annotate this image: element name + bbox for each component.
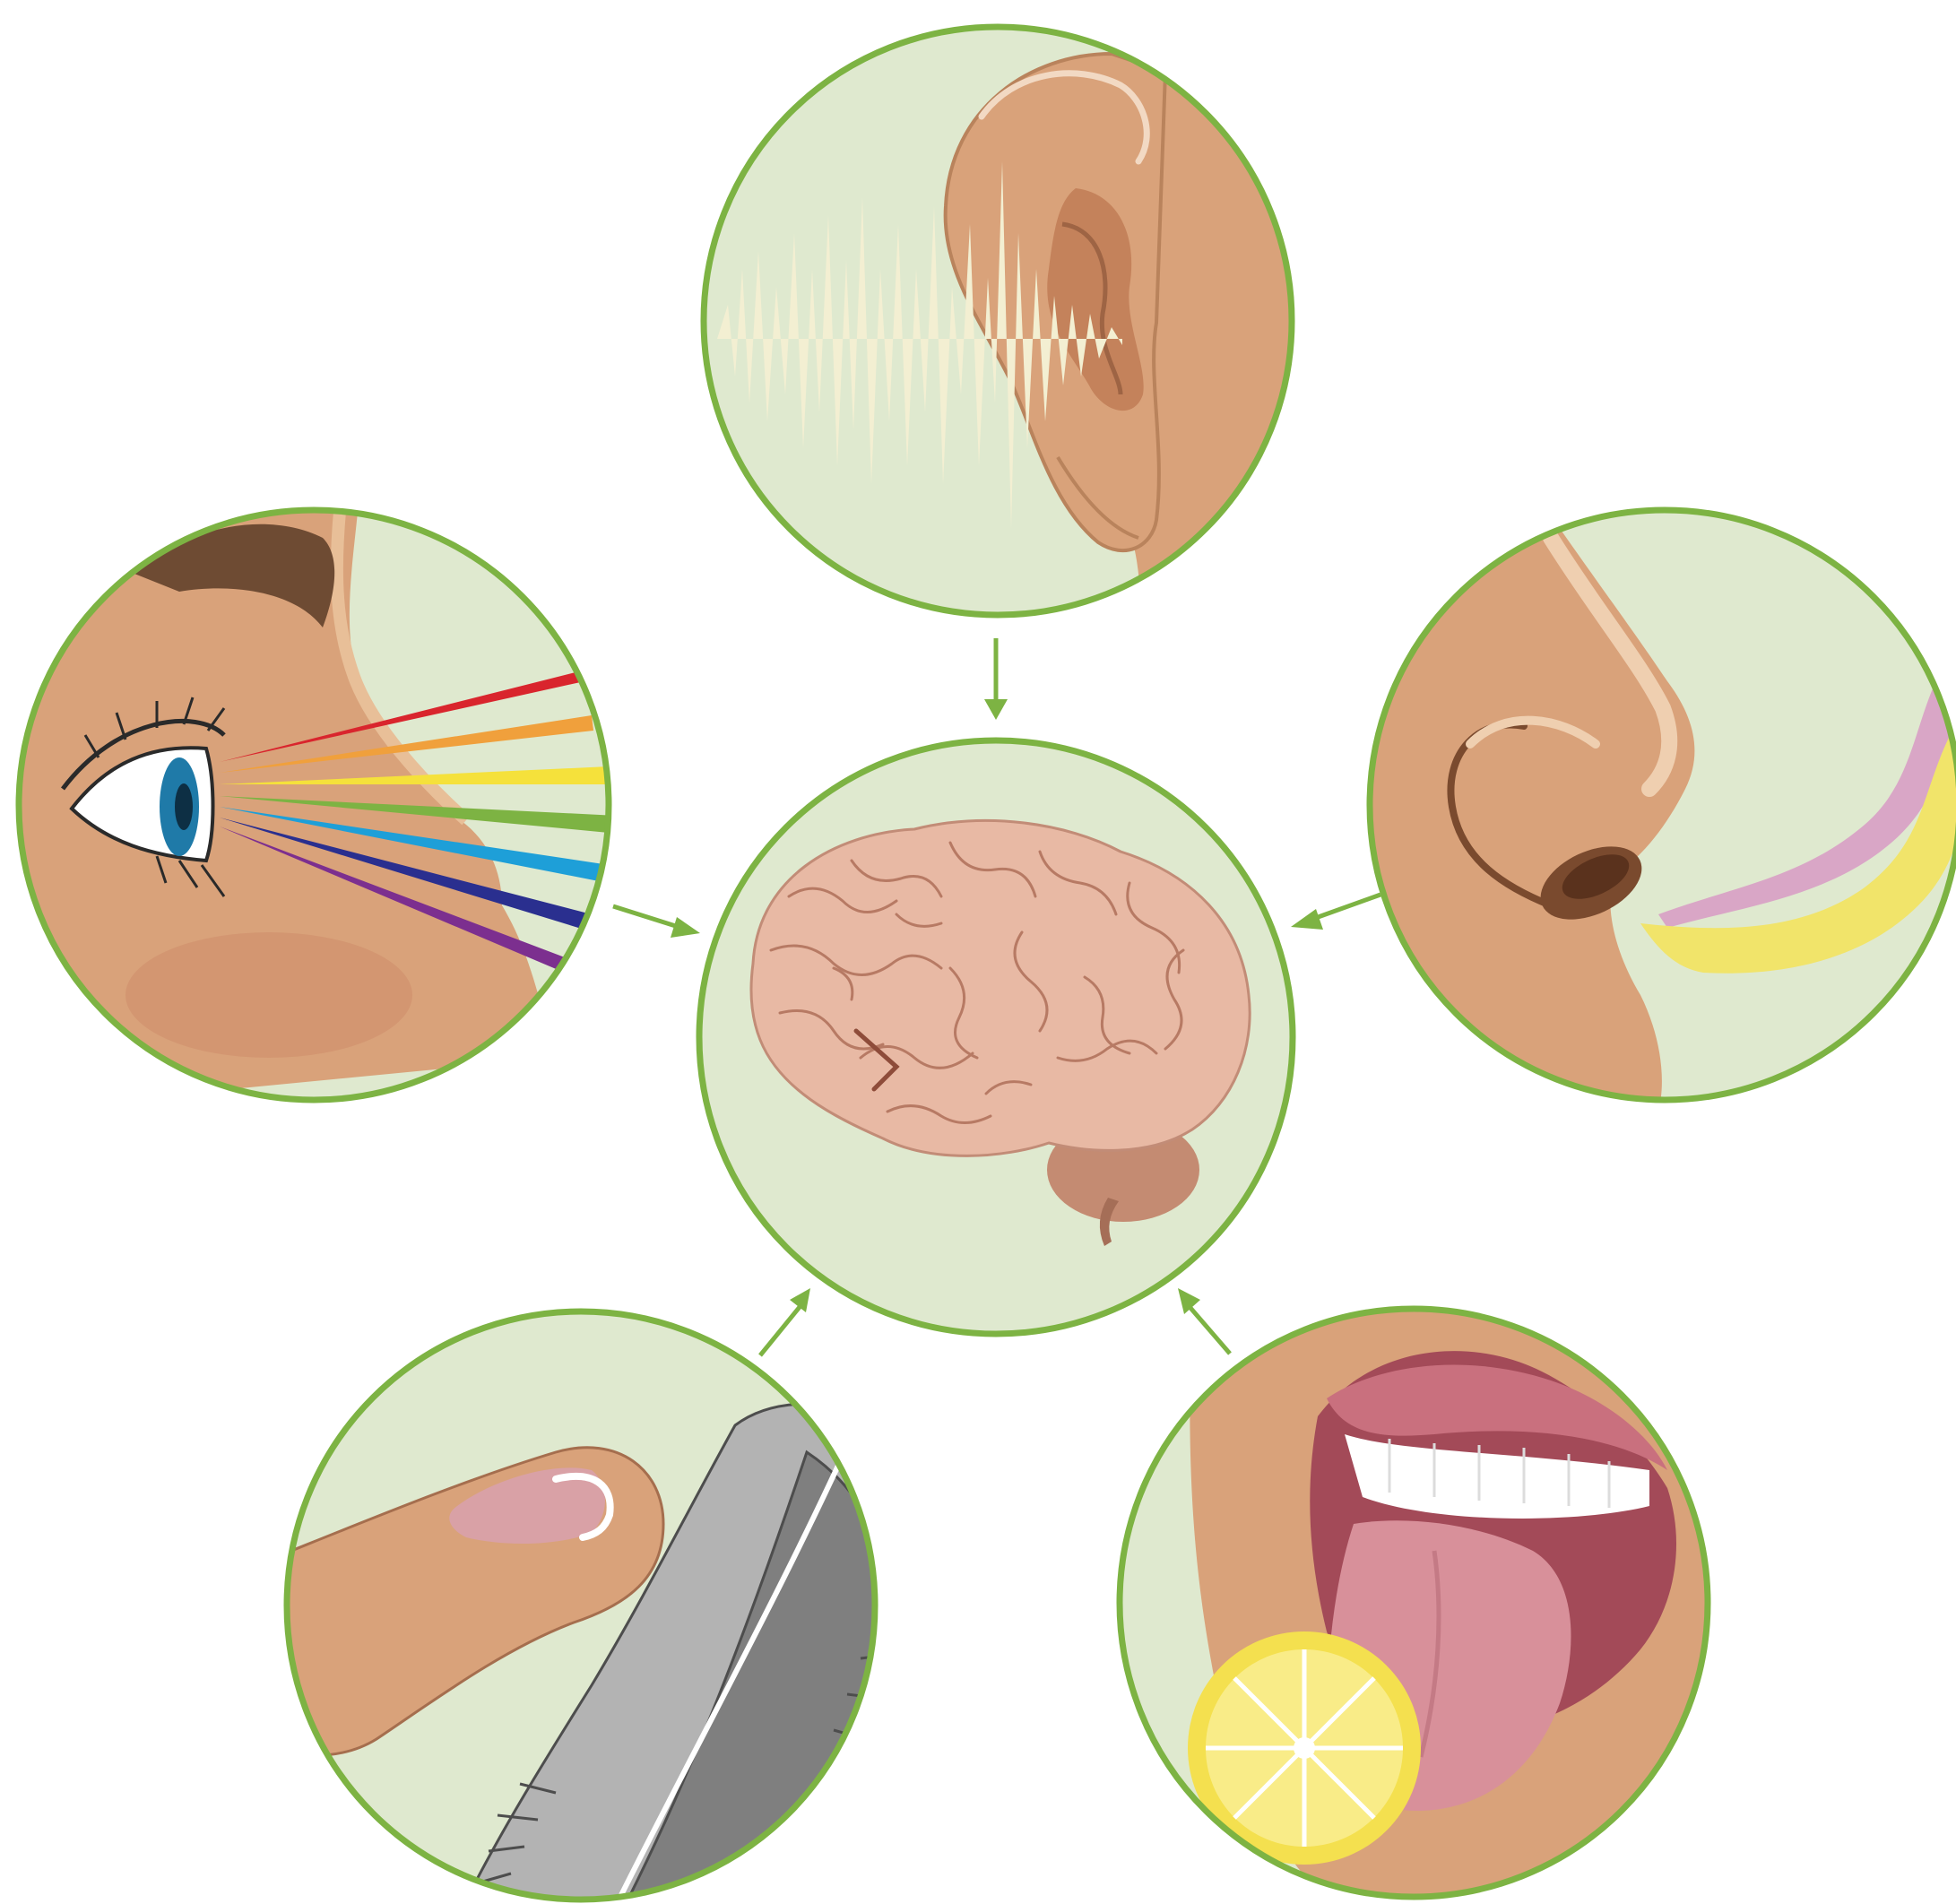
arrow-smell-to-brain (1291, 895, 1380, 930)
node-smell (1363, 502, 1956, 1112)
arrow-sight-to-brain (613, 906, 700, 938)
node-hearing (704, 18, 1309, 627)
arrow-hearing-to-brain (984, 638, 1008, 720)
arrow-taste-to-brain (1178, 1288, 1230, 1354)
arrow-touch-to-brain (760, 1288, 810, 1355)
node-touch (269, 1311, 896, 1900)
node-brain (699, 740, 1293, 1334)
node-taste (1120, 1309, 1721, 1900)
node-sight (0, 502, 619, 1112)
